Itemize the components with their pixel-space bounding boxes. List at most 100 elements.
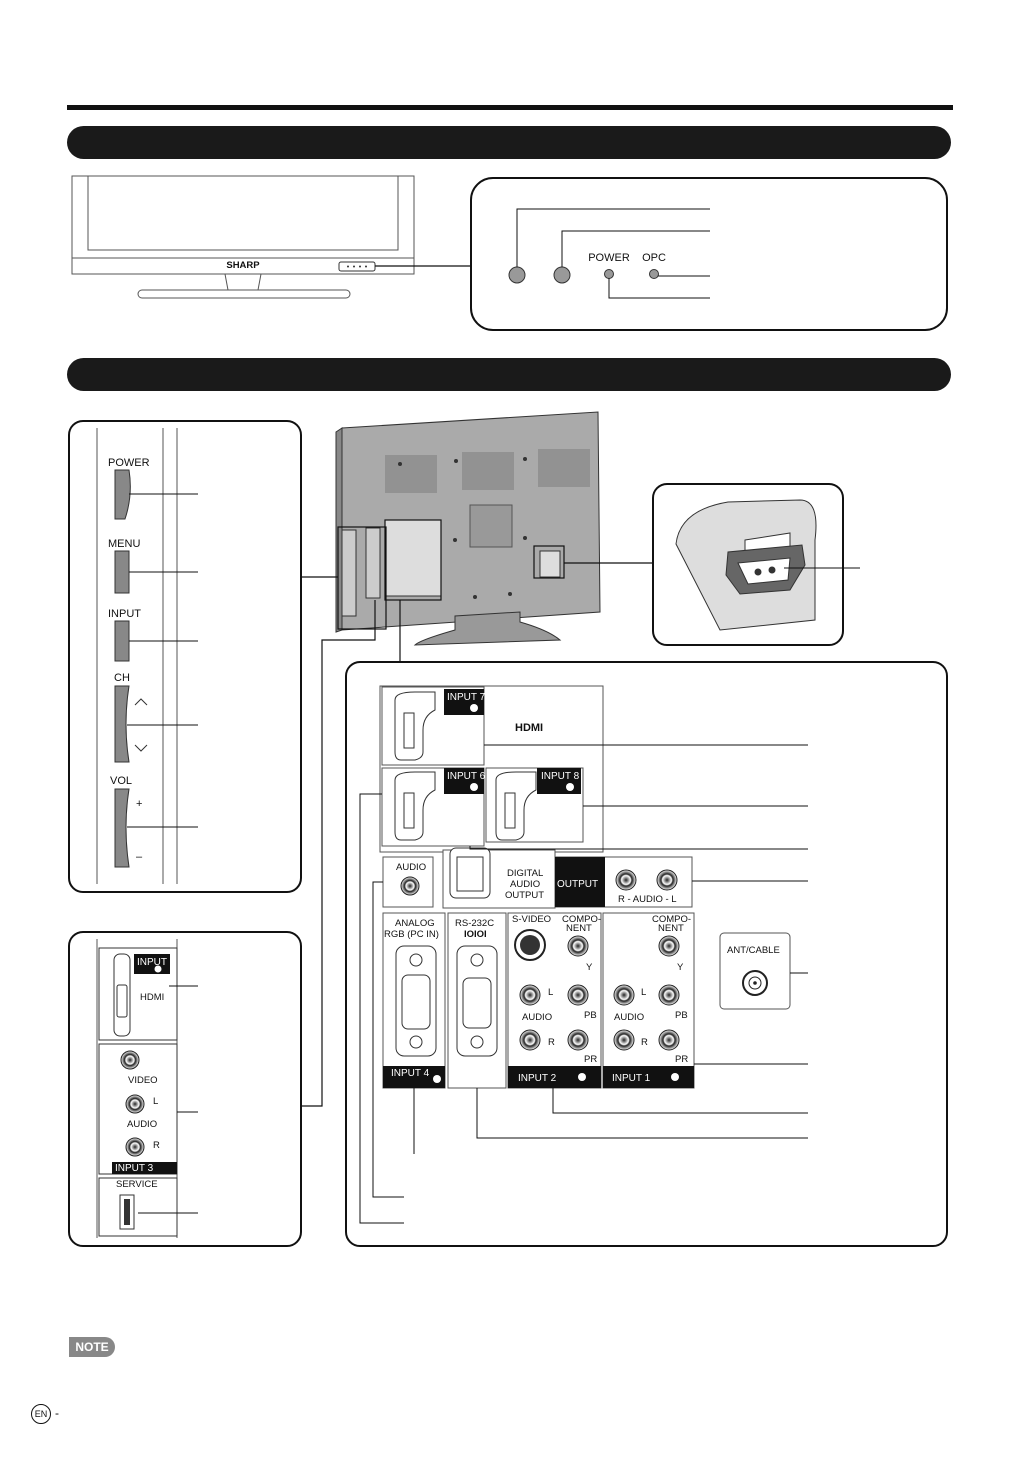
service-usb-port <box>124 1199 130 1225</box>
input2-component-label-1: COMPO- <box>562 914 601 925</box>
front-indicator-callout: POWER OPC <box>470 177 948 331</box>
input1-audio-label: AUDIO <box>614 1012 644 1023</box>
input8-label: INPUT 8 <box>541 771 580 782</box>
input2-pr-jack <box>567 1029 589 1051</box>
rear-terminal-panel: INPUT 7 HDMI INPUT 6 INPUT 8 AUDIO DIGIT… <box>345 661 948 1247</box>
ch-up-icon <box>134 698 148 706</box>
side-ch-button <box>114 685 130 763</box>
output-label: OUTPUT <box>557 879 598 890</box>
side-hdmi-port <box>116 984 128 1018</box>
input2-y-label: Y <box>586 962 593 973</box>
sensor-icon <box>553 266 571 284</box>
analog-label-2: RGB (PC IN) <box>384 929 439 940</box>
rs232c-port <box>462 977 492 1029</box>
side-terminal-panel: INPUT 5 HDMI VIDEO L AUDIO R INPUT 3 SER… <box>68 931 302 1247</box>
digital-label-1: DIGITAL <box>507 868 543 879</box>
input2-component-label-2: NENT <box>566 923 592 934</box>
input7-label: INPUT 7 <box>447 692 486 703</box>
output-audio-l-jack <box>656 869 678 891</box>
input2-pb-jack <box>567 984 589 1006</box>
input2-y-jack <box>567 935 589 957</box>
digital-label-3: OUTPUT <box>505 890 544 901</box>
side-vol-button <box>114 788 130 868</box>
input1-pr-jack <box>658 1029 680 1051</box>
input2-pb-label: PB <box>584 1010 597 1021</box>
front-brand-logo: SHARP <box>226 260 260 271</box>
side-hdmi-label: HDMI <box>140 992 164 1003</box>
input1-pr-label: PR <box>675 1054 688 1065</box>
input2-audio-l-jack <box>519 984 541 1006</box>
section-bar-rear <box>67 358 951 391</box>
section-bar-front <box>67 126 951 159</box>
front-power-label: POWER <box>588 252 630 264</box>
input2-audio-label: AUDIO <box>522 1012 552 1023</box>
language-badge: EN <box>31 1404 51 1424</box>
analog-label-1: ANALOG <box>395 918 435 929</box>
side-r-label: R <box>153 1140 160 1151</box>
side-menu-label: MENU <box>108 538 140 550</box>
output-audio-r-jack <box>615 869 637 891</box>
side-input-label: INPUT <box>108 608 141 620</box>
input2-audio-r-jack <box>519 1029 541 1051</box>
input1-audio-r-jack <box>613 1029 635 1051</box>
side-menu-button <box>114 550 130 594</box>
input2-pr-label: PR <box>584 1054 597 1065</box>
input4-label: INPUT 4 <box>391 1068 430 1079</box>
side-l-label: L <box>153 1096 158 1107</box>
remote-sensor-icon <box>508 266 526 284</box>
side-service-label: SERVICE <box>116 1179 158 1190</box>
side-ch-label: CH <box>114 672 130 684</box>
tv-rear-illustration <box>335 411 601 646</box>
side-power-label: POWER <box>108 457 150 469</box>
top-rule <box>67 105 953 110</box>
input1-audio-l-jack <box>613 984 635 1006</box>
output-r-audio-l-label: R - AUDIO - L <box>618 894 677 905</box>
input1-y-label: Y <box>677 962 684 973</box>
input1-component-label-1: COMPO- <box>652 914 691 925</box>
input1-l-label: L <box>641 987 646 998</box>
front-indicator-window <box>338 261 376 272</box>
rs232c-icon: IOIOI <box>464 929 487 940</box>
side-power-button <box>114 469 131 520</box>
side-audio-l-jack <box>125 1094 145 1114</box>
input1-pb-label: PB <box>675 1010 688 1021</box>
input1-pb-jack <box>658 984 680 1006</box>
vol-plus-label: + <box>136 798 142 810</box>
input1-component-label-2: NENT <box>658 923 684 934</box>
front-opc-label: OPC <box>642 252 666 264</box>
hdmi-logo: HDMI <box>515 722 543 734</box>
input2-l-label: L <box>548 987 553 998</box>
side-input5-label: INPUT 5 <box>137 957 176 968</box>
pc-audio-label: AUDIO <box>396 862 426 873</box>
side-button-panel: POWER MENU INPUT CH VOL + – <box>68 420 302 893</box>
side-video-label: VIDEO <box>128 1075 158 1086</box>
page-dash: - <box>55 1406 59 1420</box>
optical-output-port <box>456 856 484 892</box>
input1-label: INPUT 1 <box>612 1073 651 1084</box>
side-input3-label: INPUT 3 <box>115 1163 154 1174</box>
input2-label: INPUT 2 <box>518 1073 557 1084</box>
ac-inlet-callout <box>652 483 860 646</box>
ch-down-icon <box>134 744 148 752</box>
vga-port <box>401 974 431 1030</box>
input2-r-label: R <box>548 1037 555 1048</box>
input6-label: INPUT 6 <box>447 771 486 782</box>
side-audio-label: AUDIO <box>127 1119 157 1130</box>
digital-label-2: AUDIO <box>510 879 540 890</box>
vol-minus-label: – <box>136 851 143 863</box>
side-audio-r-jack <box>125 1137 145 1157</box>
side-video-jack <box>120 1050 140 1070</box>
tv-front-illustration: SHARP <box>71 175 471 299</box>
pc-audio-jack <box>400 876 420 896</box>
opc-sensor-icon <box>649 269 659 279</box>
input1-y-jack <box>658 935 680 957</box>
ac-inlet-icon <box>754 568 762 576</box>
rs232c-label: RS-232C <box>455 918 494 929</box>
note-badge: NOTE <box>69 1337 115 1357</box>
ant-cable-label: ANT/CABLE <box>727 945 780 956</box>
s-video-label: S-VIDEO <box>512 914 551 925</box>
power-led-icon <box>604 269 614 279</box>
side-input-button <box>114 620 130 662</box>
side-vol-label: VOL <box>110 775 132 787</box>
